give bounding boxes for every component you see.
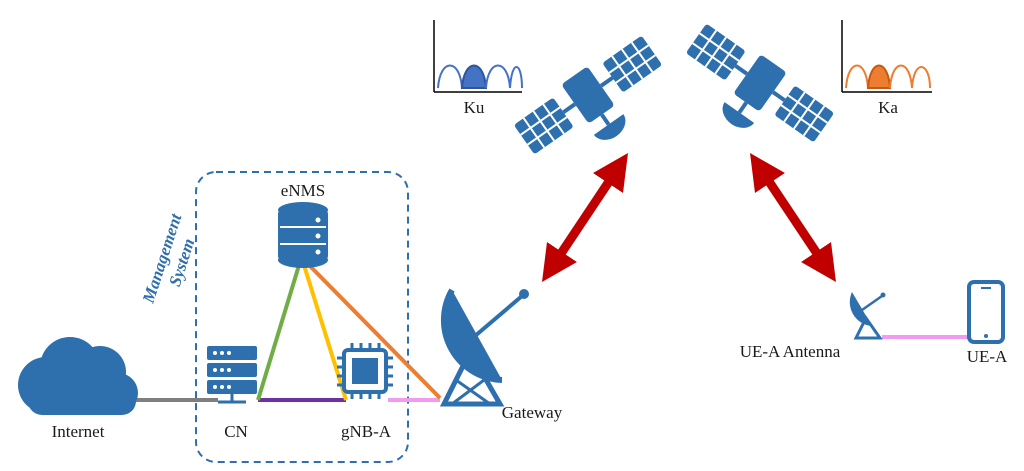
management-system-box: [195, 171, 409, 463]
internet-label: Internet: [52, 422, 105, 441]
link-satellite-ue-antenna-arrow: [750, 153, 836, 282]
ue-antenna-label: UE-A Antenna: [740, 342, 841, 361]
gnb-label: gNB-A: [341, 422, 392, 441]
ku-band-spectrum: [433, 20, 523, 93]
cn-label: CN: [224, 422, 248, 441]
ka-band-spectrum: [841, 20, 932, 93]
link-enms-cn: [256, 261, 302, 401]
database-icon: [278, 202, 328, 268]
server-icon: [207, 346, 257, 404]
small-dish-icon: [849, 292, 886, 340]
satellite-dish-icon: [439, 288, 529, 407]
enms-label: eNMS: [281, 181, 325, 200]
link-gateway-satellite-arrow: [542, 153, 628, 282]
phone-icon: [967, 280, 1005, 344]
cloud-icon: [18, 337, 138, 415]
link-enms-gateway: [304, 260, 442, 400]
satellite-icon-ku: [514, 36, 662, 154]
ue-label: UE-A: [967, 347, 1008, 366]
gateway-label: Gateway: [502, 403, 563, 422]
ka-label: Ka: [878, 98, 898, 117]
ku-label: Ku: [464, 98, 485, 117]
chip-icon: [337, 343, 393, 399]
satellite-icon-ka: [686, 24, 834, 142]
